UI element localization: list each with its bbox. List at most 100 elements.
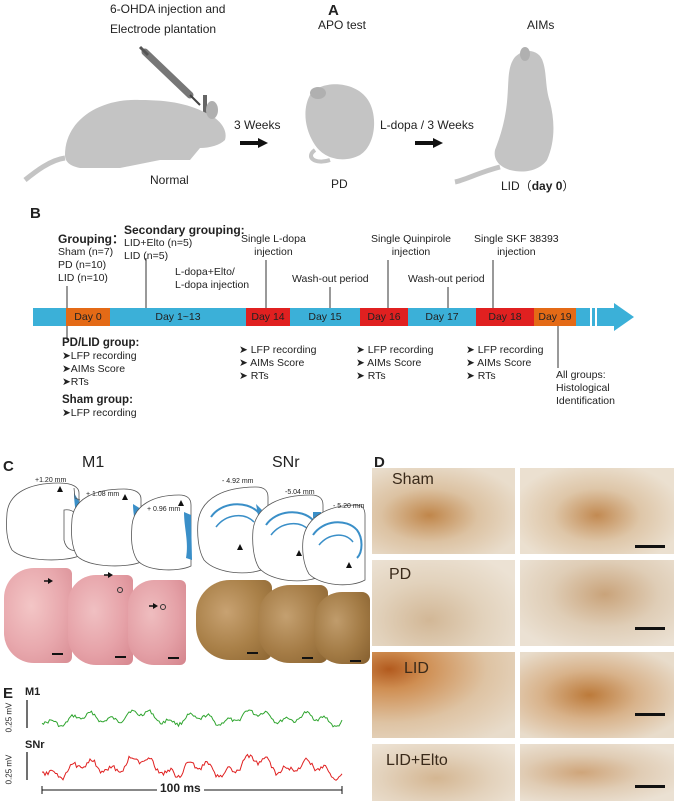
pdlid-recording-block: PD/LID group: ➤LFP recording ➤AIMs Score… — [62, 337, 139, 420]
snr-title: SNr — [272, 454, 300, 471]
panel-c-letter: C — [3, 458, 14, 475]
washout-label-2: Wash-out period — [408, 273, 485, 285]
d-row-label-pd: PD — [389, 566, 412, 583]
timeline-day-15: Day 15 — [308, 311, 342, 323]
timeline-day-1-13: Day 1~13 — [155, 311, 201, 323]
d-lid-left — [372, 652, 515, 738]
rec-item: ➤ RTs — [466, 370, 496, 382]
single-quin-line: Single Quinpirole — [371, 233, 451, 245]
all-groups-line: Histological — [556, 382, 610, 394]
day16-recording-block: ➤ LFP recording ➤ AIMs Score ➤ RTs — [356, 344, 433, 383]
snr-lfp-trace — [41, 753, 343, 781]
snr-depth-2: -5.04 mm — [285, 489, 315, 496]
lid-rat-illustration — [454, 47, 554, 185]
panel-d-letter: D — [374, 454, 385, 471]
m1-electrode-markers — [44, 572, 166, 610]
timeline-arrowhead — [604, 303, 634, 331]
rec-item: ➤LFP recording — [62, 350, 137, 362]
rec-item: ➤ LFP recording — [356, 344, 434, 356]
timeline-day-17: Day 17 — [425, 311, 459, 323]
snr-histology-3 — [314, 592, 370, 664]
e-m1-label: M1 — [25, 686, 41, 698]
rec-item: ➤ AIMs Score — [356, 357, 422, 369]
e-time-scale: 100 ms — [157, 781, 204, 795]
single-skf-line: injection — [497, 246, 536, 258]
d-pd-left — [372, 560, 515, 646]
grouping-block: Grouping： Sham (n=7) PD (n=10) LID (n=10… — [58, 233, 124, 285]
rec-item: ➤ AIMs Score — [466, 357, 532, 369]
m1-lfp-trace — [41, 709, 343, 728]
apo-test-label: APO test — [318, 18, 367, 32]
m1-depth-2: + 1.08 mm — [86, 491, 120, 498]
rec-item: ➤AIMs Score — [62, 363, 126, 375]
grouping-item: LID (n=10) — [58, 272, 108, 284]
arrow-right-icon-2 — [415, 138, 443, 148]
lid-label-text: LID（ — [501, 179, 532, 193]
all-groups-line: All groups: — [556, 369, 606, 381]
timeline-day-19: Day 19 — [534, 308, 576, 326]
grouping-item: Sham (n=7) — [58, 246, 114, 258]
panel-b-letter: B — [30, 205, 41, 222]
snr-scalebar — [247, 652, 258, 654]
arrow-label-3-weeks: 3 Weeks — [234, 118, 281, 132]
sham-title: Sham group: — [62, 394, 133, 406]
timeline-day-14: Day 14 — [246, 308, 290, 326]
single-ldopa-line: injection — [254, 246, 293, 258]
m1-histology-1 — [4, 568, 72, 663]
d-lid-right — [520, 652, 674, 738]
d-sham-left — [372, 468, 515, 554]
panel-a-letter: A — [328, 2, 339, 19]
d-scalebar — [635, 785, 665, 788]
m1-scalebar — [115, 656, 126, 658]
d-row-label-lidelto: LID+Elto — [386, 752, 448, 769]
rec-item: ➤RTs — [62, 376, 89, 388]
snr-atlas-sections — [197, 486, 366, 586]
arrow-right-icon-1 — [240, 138, 268, 148]
normal-label: Normal — [150, 173, 189, 187]
grouping-item: PD (n=10) — [58, 259, 107, 271]
day14-recording-block: ➤ LFP recording ➤ AIMs Score ➤ RTs — [239, 344, 316, 383]
secondary-title: Secondary grouping: — [124, 223, 245, 237]
d-lidelto-right — [520, 744, 674, 801]
d-row-label-lid: LID — [404, 660, 429, 677]
single-ldopa-label: Single L-dopa injection — [241, 233, 306, 259]
arrow-label-ldopa: L-dopa / 3 Weeks — [380, 118, 474, 132]
timeline-down-ticks — [66, 326, 559, 368]
timeline-gap — [590, 308, 592, 326]
snr-depth-1: - 4.92 mm — [222, 478, 254, 485]
single-skf-label: Single SKF 38393 injection — [474, 233, 559, 259]
normal-rat-illustration — [23, 45, 226, 182]
single-quinpirole-label: Single Quinpirole injection — [371, 233, 451, 259]
grouping-title: Grouping： — [58, 232, 124, 246]
single-skf-line: Single SKF 38393 — [474, 233, 559, 245]
ldopa-elto-line: L-dopa+Elto/ — [175, 266, 235, 278]
d-scalebar — [635, 713, 665, 716]
snr-scalebar — [302, 657, 313, 659]
panel-e-letter: E — [3, 685, 14, 702]
timeline-day-18: Day 18 — [476, 308, 534, 326]
secondary-item: LID (n=5) — [124, 250, 169, 262]
all-groups-line: Identification — [556, 395, 615, 407]
lid-close-paren: ） — [562, 179, 575, 193]
rec-item: ➤ RTs — [356, 370, 386, 382]
d-row-label-sham: Sham — [392, 471, 434, 488]
lid-day-text: day 0 — [531, 179, 563, 193]
syringe-icon — [138, 45, 207, 115]
d-scalebar — [635, 545, 665, 548]
single-quin-line: injection — [391, 246, 431, 258]
rec-item: ➤ RTs — [239, 370, 269, 382]
timeline-ticks — [66, 258, 494, 308]
day18-recording-block: ➤ LFP recording ➤ AIMs Score ➤ RTs — [466, 344, 543, 383]
rec-item: ➤ AIMs Score — [239, 357, 305, 369]
m1-scalebar — [168, 657, 179, 659]
m1-depth-3: + 0.96 mm — [147, 506, 181, 513]
timeline-day-16: Day 16 — [360, 308, 408, 326]
rec-item: ➤ LFP recording — [466, 344, 544, 356]
ldopa-elto-line: L-dopa injection — [175, 279, 250, 291]
d-scalebar — [635, 627, 665, 630]
secondary-grouping-block: Secondary grouping: LID+Elto (n=5) LID (… — [124, 224, 245, 263]
pd-label: PD — [331, 177, 348, 191]
rec-item: ➤ LFP recording — [239, 344, 317, 356]
washout-label-1: Wash-out period — [292, 273, 369, 285]
injection-label-2: Electrode plantation — [110, 22, 217, 36]
